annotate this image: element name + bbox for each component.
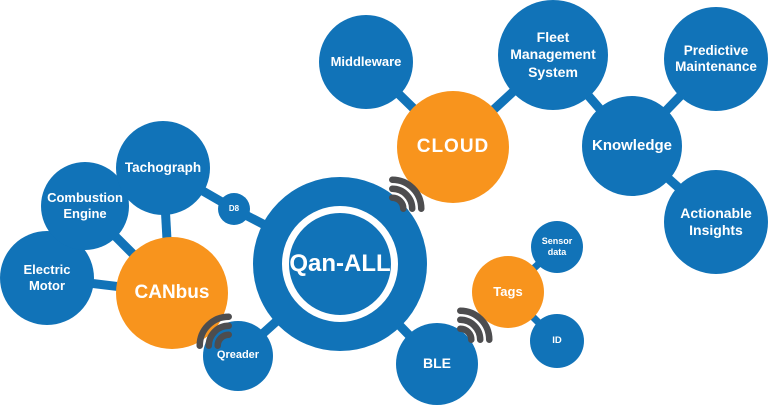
node-canbus-label: CANbus xyxy=(134,282,210,304)
node-combustion-engine-label: Combustion Engine xyxy=(47,190,123,221)
node-sensor-data: Sensor data xyxy=(531,221,583,273)
node-fleet-management-system: Fleet Management System xyxy=(498,0,608,110)
node-actionable-insights: Actionable Insights xyxy=(664,170,768,274)
node-tags: Tags xyxy=(472,256,544,328)
node-ble: BLE xyxy=(396,323,478,405)
node-qan-all: Qan-ALL xyxy=(253,177,427,351)
node-qan-all-label: Qan-ALL xyxy=(289,250,391,278)
node-knowledge-label: Knowledge xyxy=(591,136,672,154)
node-id-label: ID xyxy=(552,335,562,347)
node-actionable-insights-label: Actionable Insights xyxy=(680,204,752,238)
wifi-signal-icon xyxy=(196,313,232,349)
node-tachograph: Tachograph xyxy=(116,121,210,215)
node-cloud-label: CLOUD xyxy=(416,136,490,158)
node-fleet-management-system-label: Fleet Management System xyxy=(510,29,596,80)
wifi-signal-icon xyxy=(457,307,493,343)
qan-all-ring xyxy=(282,206,398,322)
node-combustion-engine: Combustion Engine xyxy=(41,162,129,250)
node-canbus: CANbus xyxy=(116,237,228,349)
wifi-signal-icon xyxy=(389,176,425,212)
node-tags-label: Tags xyxy=(493,284,523,300)
node-d8: D8 xyxy=(218,193,250,225)
node-tachograph-label: Tachograph xyxy=(124,159,202,175)
node-ble-label: BLE xyxy=(423,355,451,372)
node-predictive-maintenance: Predictive Maintenance xyxy=(664,7,768,111)
node-middleware: Middleware xyxy=(319,15,413,109)
node-qreader-label: Qreader xyxy=(216,349,260,362)
node-id: ID xyxy=(530,314,584,368)
node-predictive-maintenance-label: Predictive Maintenance xyxy=(675,42,757,74)
node-d8-label: D8 xyxy=(228,204,240,214)
node-knowledge: Knowledge xyxy=(582,96,682,196)
node-sensor-data-label: Sensor data xyxy=(541,236,573,257)
node-middleware-label: Middleware xyxy=(330,54,402,70)
node-cloud: CLOUD xyxy=(397,91,509,203)
node-electric-motor-label: Electric Motor xyxy=(23,262,71,293)
